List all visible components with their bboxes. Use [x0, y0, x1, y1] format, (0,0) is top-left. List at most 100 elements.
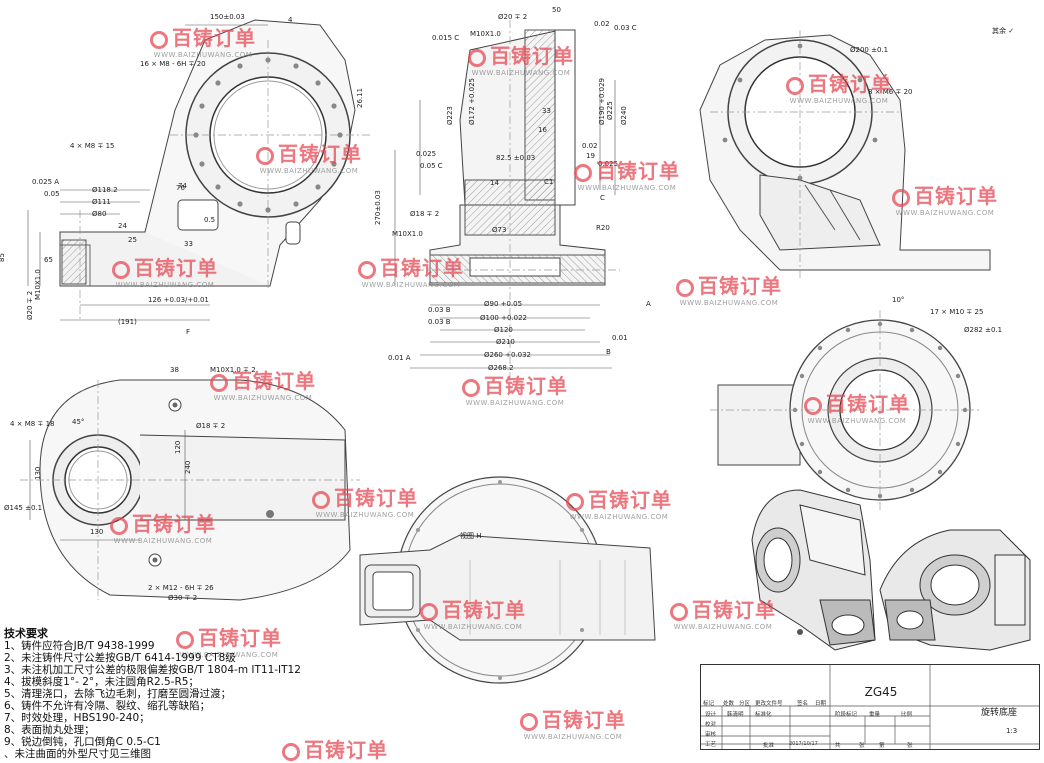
tech-req-item: 3、未注机加工尺寸公差的极限偏差按GB/T 1804-m IT11-IT12 [4, 664, 301, 676]
scale-value: 1:3 [1006, 727, 1018, 735]
dimension-label: R20 [596, 224, 610, 232]
dimension-label: Ø268.2 [488, 364, 514, 372]
dimension-label: Ø20 ∓ 2 [498, 13, 527, 21]
dimension-label: Ø240 [620, 106, 628, 125]
design-label: 审核 [705, 732, 717, 738]
dimension-label: Ø30 ∓ 2 [168, 594, 197, 602]
technical-requirements: 技术要求 1、铸件应符合JB/T 9438-1999 2、未注铸件尺寸公差按GB… [4, 627, 304, 761]
dimension-label: B [606, 348, 611, 356]
dimension-label: 16 [538, 126, 547, 134]
right-view [699, 30, 991, 280]
dimension-label: F [186, 328, 190, 336]
dimension-label: 0.5 [204, 216, 215, 224]
sheet-label: 共 [835, 743, 841, 749]
dimension-label: 0.03 B [428, 318, 451, 326]
dimension-label: Ø18 ∓ 2 [196, 422, 225, 430]
material-label: ZG45 [864, 685, 898, 699]
sheet-label: 张 [907, 743, 913, 749]
dimension-label: 0.01 A [388, 354, 411, 362]
dimension-label: 0.015 C [432, 34, 459, 42]
dimension-label: 4 × M8 ∓ 15 [70, 142, 115, 150]
dimension-label: M10X1.0 [470, 30, 501, 38]
section-view [394, 20, 620, 380]
tech-req-item: 、未注曲面的外型尺寸见三维图 [4, 748, 151, 760]
approve-label: 批准 [763, 743, 775, 749]
dimension-label: Ø225 [606, 101, 614, 120]
dimension-label: Ø210 [496, 338, 515, 346]
design-label: 工艺 [705, 742, 717, 748]
dimension-label: 16 × M8 - 6H ∓ 20 [140, 60, 206, 68]
tech-req-item: 6、铸件不允许有冷隔、裂纹、缩孔等缺陷； [4, 700, 211, 712]
dimension-label: 0.025 [598, 160, 618, 168]
tech-req-item: 7、时效处理，HBS190-240； [4, 712, 150, 724]
tech-req-item: 4、拔模斜度1°- 2°，未注圆角R2.5-R5； [4, 676, 199, 688]
dimension-label: 45° [72, 418, 84, 426]
roughness-check-icon: ✓ [1008, 27, 1015, 35]
tech-req-item: 5、清理浇口，去除飞边毛刺，打磨至圆滑过渡； [4, 688, 232, 700]
dimension-label: 0.03 C [614, 24, 637, 32]
dimension-label: 33 [184, 240, 193, 248]
stage-label: 阶段标记 [835, 712, 858, 718]
stage-label: 重量 [869, 712, 881, 718]
row-label: 标记 [703, 701, 715, 707]
iso-view-1 [751, 489, 876, 651]
dimension-label: 10° [892, 296, 904, 304]
dimension-label: Ø260 +0.032 [484, 351, 531, 359]
dimension-label: 26.11 [356, 88, 364, 108]
title-block: ZG45 旋转底座 1:3 2017/10/17 标记 处数 分区 更改文件号 … [700, 664, 1040, 750]
dimension-label: M10X1.0 ∓ 2 [210, 366, 256, 374]
dimension-label: 0.05 C [420, 162, 443, 170]
stage-label: 比例 [901, 712, 913, 718]
sheet-label: 第 [879, 743, 885, 749]
dimension-label: A [646, 300, 651, 308]
rear-view [710, 310, 980, 510]
dimension-label: Ø111 [92, 198, 111, 206]
dimension-label: Ø145 ±0.1 [4, 504, 42, 512]
iso-view-2 [879, 529, 1031, 651]
dimension-label: 130 [90, 528, 103, 536]
dimension-label: 0.01 [612, 334, 628, 342]
dimension-label: 4 × M8 ∓ 18 [10, 420, 55, 428]
dimension-label: Ø190 +0.029 [598, 78, 606, 125]
dimension-label: 0.05 [44, 190, 60, 198]
row-label: 签名 [797, 701, 809, 707]
dimension-label: 0.025 [416, 150, 436, 158]
designer-name: 韩清明 [727, 712, 744, 718]
dimension-label: 0.02 [594, 20, 610, 28]
dimension-label: 14 [490, 179, 499, 187]
dimension-label: 130 [34, 467, 42, 480]
view-label: 视图 H [460, 531, 482, 540]
dimension-label: 76 [176, 184, 185, 192]
dimension-label: 19 [586, 152, 595, 160]
dimension-label: 120 [174, 441, 182, 454]
dimension-label: Ø100 +0.022 [480, 314, 527, 322]
part-name: 旋转底座 [980, 708, 1017, 718]
dimension-label: 74 [178, 182, 187, 190]
dimension-label: 0.02 [582, 142, 598, 150]
dimension-label: 270±0.03 [374, 190, 382, 225]
dimension-label: C [600, 194, 605, 202]
top-view [20, 379, 360, 601]
tech-req-title: 技术要求 [4, 627, 48, 640]
dimension-label: 82.5 ±0.03 [496, 154, 535, 162]
dimension-label: 8 × M6 ∓ 20 [868, 88, 913, 96]
front-view [27, 19, 370, 321]
dimension-label: (191) [118, 318, 137, 326]
dimension-label: M10X1.0 [34, 269, 42, 300]
tech-req-item: 8、表面抛丸处理； [4, 724, 95, 736]
dimension-label: Ø223 [446, 106, 454, 125]
dimension-label: M10X1.0 [392, 230, 423, 238]
sheet-label: 张 [859, 743, 865, 749]
dimension-label: 0.03 B [428, 306, 451, 314]
dimension-label: 0.025 A [32, 178, 59, 186]
dimension-label: Ø90 +0.05 [484, 300, 522, 308]
tech-req-item: 2、未注铸件尺寸公差按GB/T 6414-1999 CT8级 [4, 652, 236, 664]
roughness-note: 其余 ✓ [992, 27, 1015, 35]
dimension-label: 25 [128, 236, 137, 244]
dimension-label: 150±0.03 [210, 13, 245, 21]
dimension-label: 24 [118, 222, 127, 230]
dimension-label: 126 +0.03/+0.01 [148, 296, 209, 304]
title-block-grid [700, 664, 1040, 750]
